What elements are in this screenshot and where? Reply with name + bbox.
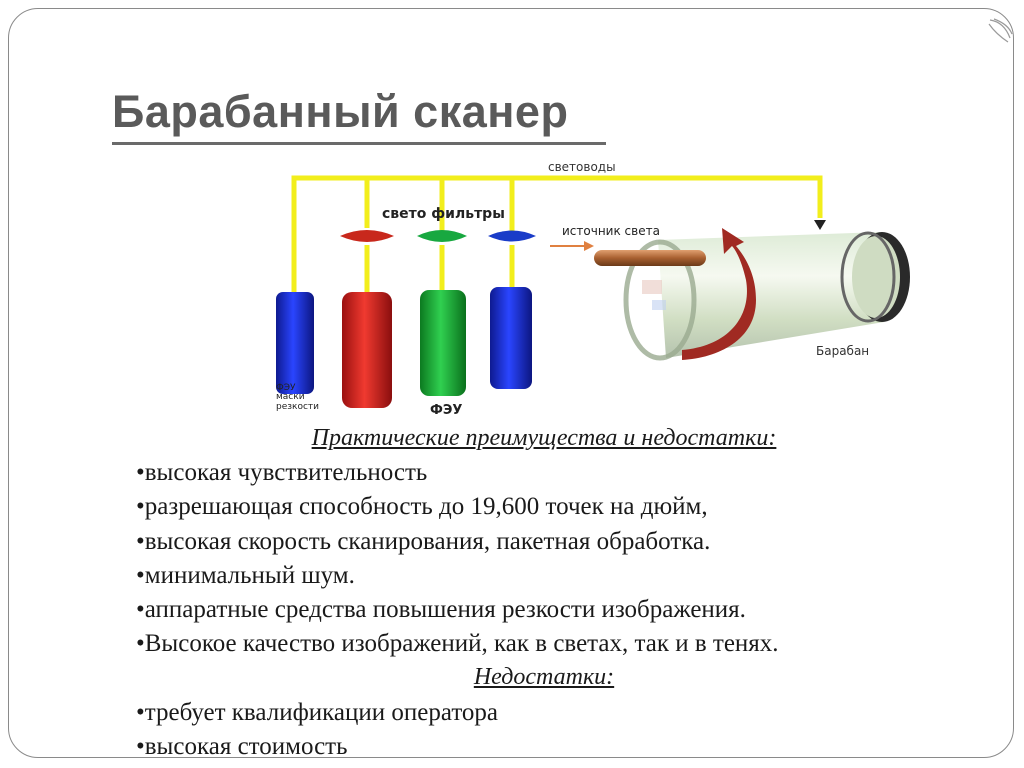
corner-ornament-icon [988,18,1013,43]
list-item: •требует квалификации оператора [136,699,499,726]
list-item: •разрешающая способность до 19,600 точек… [136,493,708,520]
disadvantages-heading: Недостатки: [473,664,615,690]
page-title: Барабанный сканер [112,86,569,137]
rotation-arrow-icon [682,228,756,360]
list-item: •Высокое качество изображений, как в све… [136,630,779,657]
advantages-heading: Практические преимущества и недостатки: [311,425,777,451]
title-underline [112,142,606,145]
label-pmt-mask-1: ФЭУ [276,383,296,393]
label-drum: Барабан [816,344,869,358]
label-light-source: источник света [562,224,660,238]
light-source-arrow-icon [550,241,594,251]
label-pmt-mask-2: маски [276,392,305,402]
guide-tip-icon [814,220,826,230]
label-pmt-mask-3: резкости [276,402,319,412]
label-light-guides: световоды [548,160,616,174]
light-source-rod [594,250,706,266]
light-guides [291,175,823,292]
list-item: •аппаратные средства повышения резкости … [136,596,746,623]
label-light-filters: свето фильтры [382,206,505,222]
list-item: •высокая чувствительность [136,459,428,486]
drum-scanner-diagram: световоды свето фильтры источник света Ф… [276,160,910,418]
list-item: •высокая скорость сканирования, пакетная… [136,528,711,555]
label-pmt: ФЭУ [430,403,462,418]
drum-cylinder [623,231,910,361]
list-item: •высокая стоимость [136,733,348,760]
pmt-cylinders [276,287,532,408]
light-filters [340,230,536,242]
list-item: •минимальный шум. [136,562,355,589]
